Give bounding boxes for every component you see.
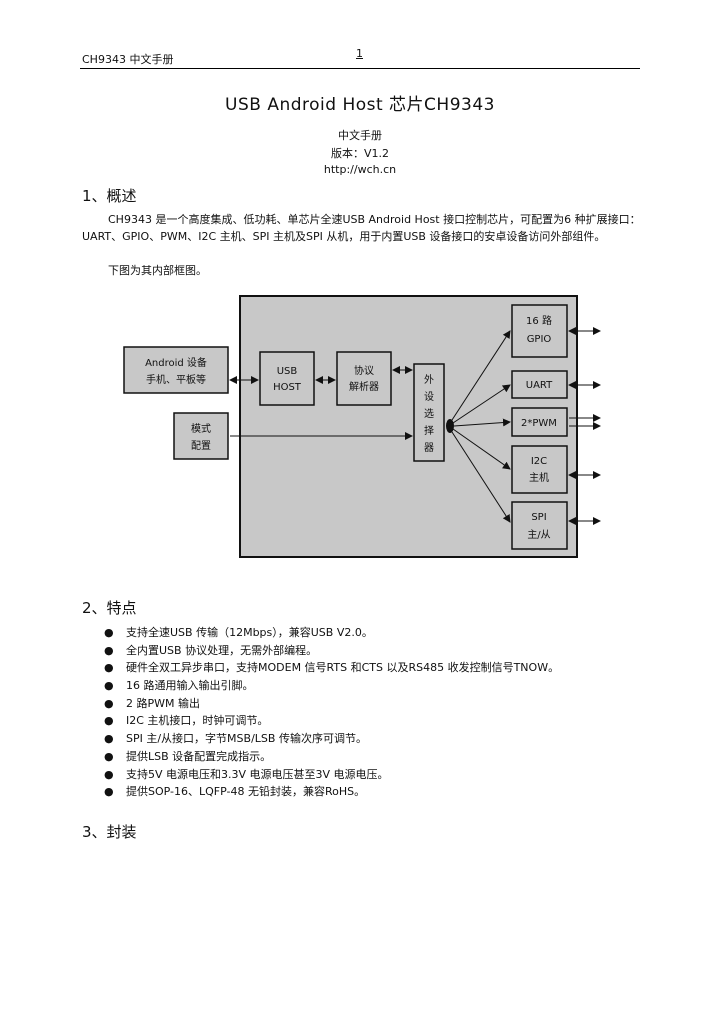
gpio-line1: 16 路 [526, 314, 552, 327]
uart-label: UART [526, 380, 553, 391]
feature-item: 2 路PWM 输出 [104, 695, 559, 713]
subtitle-manual: 中文手册 [338, 129, 382, 142]
selector-char2: 设 [424, 391, 434, 403]
peripheral-selector-block [413, 363, 445, 462]
link-uart [452, 384, 511, 424]
usb-host-line1: USB [277, 366, 298, 377]
i2c-block [511, 445, 568, 494]
selector-char5: 器 [424, 442, 434, 454]
block-diagram: Android 设备 手机、平板等 模式 配置 USB HOST 协议 解析器 … [123, 295, 601, 558]
protocol-line1: 协议 [354, 364, 374, 377]
header-rule [80, 68, 640, 69]
selector-char1: 外 [424, 374, 434, 386]
features-list: 支持全速USB 传输（12Mbps），兼容USB V2.0。 全内置USB 协议… [104, 624, 559, 801]
feature-item: SPI 主/从接口，字节MSB/LSB 传输次序可调节。 [104, 730, 559, 748]
i2c-line1: I2C [531, 456, 547, 467]
link-spi [451, 431, 511, 523]
section-package-heading: 3、封装 [82, 823, 137, 841]
header-page-number: 1 [356, 47, 363, 60]
section-features-heading: 2、特点 [82, 599, 137, 617]
gpio-line2: GPIO [527, 334, 552, 345]
section-overview-heading: 1、概述 [82, 187, 137, 205]
mode-config-block [173, 412, 229, 460]
spi-block [511, 501, 568, 550]
protocol-parser-block [336, 351, 392, 406]
header-doc-name: CH9343 中文手册 [82, 53, 174, 66]
feature-item: 提供LSB 设备配置完成指示。 [104, 748, 559, 766]
selector-char3: 选 [424, 407, 434, 420]
protocol-line2: 解析器 [349, 380, 379, 393]
android-block-line1: Android 设备 [145, 356, 207, 369]
link-gpio [451, 330, 511, 421]
diagram-intro: 下图为其内部框图。 [108, 264, 207, 277]
spi-line1: SPI [531, 512, 546, 523]
i2c-line2: 主机 [529, 471, 549, 484]
feature-item: 提供SOP-16、LQFP-48 无铅封装，兼容RoHS。 [104, 783, 559, 801]
usb-host-block [259, 351, 315, 406]
feature-item: 支持5V 电源电压和3.3V 电源电压甚至3V 电源电压。 [104, 766, 559, 784]
selector-char4: 择 [424, 424, 434, 437]
spi-line2: 主/从 [527, 529, 550, 541]
link-pwm [453, 418, 511, 427]
pwm-label: 2*PWM [521, 418, 557, 429]
overview-paragraph: CH9343 是一个高度集成、低功耗、单芯片全速USB Android Host… [82, 213, 641, 243]
subtitle-version: 版本：V1.2 [330, 147, 390, 160]
document-title: USB Android Host 芯片CH9343 [225, 95, 495, 115]
link-i2c [452, 428, 511, 470]
feature-item: I2C 主机接口，时钟可调节。 [104, 712, 559, 730]
pwm-block [511, 407, 568, 437]
uart-block [511, 370, 568, 399]
feature-item: 支持全速USB 传输（12Mbps），兼容USB V2.0。 [104, 624, 559, 642]
fanout-node [446, 419, 454, 433]
feature-item: 全内置USB 协议处理，无需外部编程。 [104, 642, 559, 660]
feature-item: 硬件全双工异步串口，支持MODEM 信号RTS 和CTS 以及RS485 收发控… [104, 659, 559, 677]
gpio-block [511, 304, 568, 358]
mode-block-line2: 配置 [191, 440, 211, 452]
usb-host-line2: HOST [273, 382, 302, 393]
android-device-block [123, 346, 229, 394]
subtitle-url: http://wch.cn [323, 163, 397, 176]
mode-block-line1: 模式 [191, 422, 211, 435]
feature-item: 16 路通用输入输出引脚。 [104, 677, 559, 695]
android-block-line2: 手机、平板等 [146, 373, 206, 386]
